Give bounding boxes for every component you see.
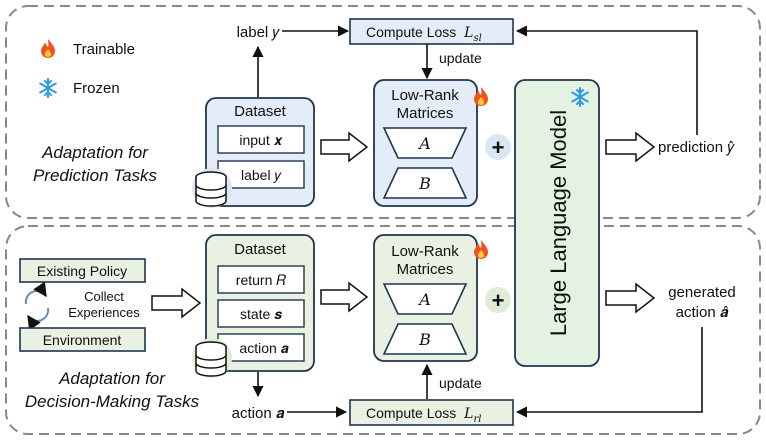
lowrank-top-line2: Matrices xyxy=(397,105,454,122)
label-y-row-text: label 𝑦 xyxy=(241,167,282,183)
loss-rl-symbol: 𝐿 xyxy=(463,406,473,422)
generated-line1: generated xyxy=(668,284,736,301)
lowrank-bottom-line1: Low-Rank xyxy=(391,243,459,260)
compute-loss-sl-label: Compute Loss xyxy=(366,24,456,40)
matrix-a-top-label: 𝐴 xyxy=(417,134,431,153)
llm-label: Large Language Model xyxy=(546,110,571,336)
update-top-text: update xyxy=(439,50,482,66)
loss-sl-symbol: 𝐿 xyxy=(463,25,473,41)
generated-line2: action 𝒂̂ xyxy=(676,304,729,321)
snowflake-icon xyxy=(39,78,57,98)
prediction-to-loss-arrow xyxy=(515,25,698,135)
cycle-icon xyxy=(24,281,50,331)
action-a-text: action 𝒂 xyxy=(232,405,285,422)
decision-title-line1: Adaptation for xyxy=(58,369,166,388)
legend-frozen: Frozen xyxy=(73,80,120,97)
label-y-text: label 𝑦 xyxy=(237,24,281,41)
generated-to-loss-arrow xyxy=(515,327,703,418)
dataset-bottom-row-action xyxy=(217,333,305,362)
loss-sl-sub: sl xyxy=(473,33,481,44)
state-s-text: state 𝒔 xyxy=(240,306,282,322)
dataset-top-title: Dataset xyxy=(234,103,287,120)
flame-icon xyxy=(41,39,55,58)
prediction-title-line1: Adaptation for xyxy=(41,143,149,162)
arrow-dataset-to-lowrank-top xyxy=(320,131,369,163)
input-x-text: input 𝒙 xyxy=(239,132,283,148)
loss-rl-sub: rl xyxy=(473,414,481,425)
decision-title-line2: Decision-Making Tasks xyxy=(25,392,200,411)
database-icon-bottom xyxy=(195,341,227,377)
return-r-text: return 𝑅 xyxy=(236,272,286,288)
update-bottom-text: update xyxy=(439,375,482,391)
arrow-llm-to-generated xyxy=(605,282,656,314)
matrix-a-top xyxy=(382,127,468,159)
legend-trainable: Trainable xyxy=(73,41,135,58)
llm-box xyxy=(514,79,600,367)
matrix-b-top xyxy=(382,167,468,199)
svg-text:Compute Loss 𝐿sl: Compute Loss 𝐿sl xyxy=(366,24,482,44)
existing-policy-box xyxy=(19,258,146,283)
dataset-bottom-row-return xyxy=(217,265,305,294)
arrow-collect-to-dataset xyxy=(151,287,202,319)
dataset-top-row-input xyxy=(217,125,305,154)
arrow-dataset-to-lowrank-bottom xyxy=(320,281,369,313)
prediction-text: prediction 𝑦̂ xyxy=(658,139,735,156)
compute-loss-sl xyxy=(349,18,514,45)
environment-box xyxy=(19,327,146,352)
existing-policy-text: Existing Policy xyxy=(37,263,127,279)
plus-top: + xyxy=(492,135,505,160)
matrix-b-bottom xyxy=(382,323,468,355)
compute-loss-rl xyxy=(349,399,514,426)
svg-text:Compute Loss 𝐿rl: Compute Loss 𝐿rl xyxy=(366,405,481,425)
plus-circle-bottom xyxy=(485,287,511,313)
matrix-b-top-label: 𝐵 xyxy=(418,174,431,193)
database-icon-top xyxy=(195,171,227,207)
compute-loss-rl-label: Compute Loss xyxy=(366,405,456,421)
prediction-panel xyxy=(5,5,761,219)
decision-panel xyxy=(5,225,761,435)
matrix-b-bottom-label: 𝐵 xyxy=(418,330,431,349)
matrix-a-bottom-label: 𝐴 xyxy=(417,290,431,309)
lowrank-top-line1: Low-Rank xyxy=(391,87,459,104)
dataset-bottom-title: Dataset xyxy=(234,241,287,258)
lowrank-bottom-line2: Matrices xyxy=(397,261,454,278)
collect-line1: Collect xyxy=(84,289,124,304)
environment-text: Environment xyxy=(43,332,122,348)
action-a-row-text: action 𝒂 xyxy=(239,340,288,356)
plus-circle-top xyxy=(485,134,511,160)
plus-bottom: + xyxy=(492,288,505,313)
matrix-a-bottom xyxy=(382,283,468,315)
dataset-bottom-row-state xyxy=(217,299,305,328)
prediction-title-line2: Prediction Tasks xyxy=(33,166,158,185)
arrow-llm-to-prediction xyxy=(605,131,656,163)
collect-line2: Experiences xyxy=(68,305,140,320)
